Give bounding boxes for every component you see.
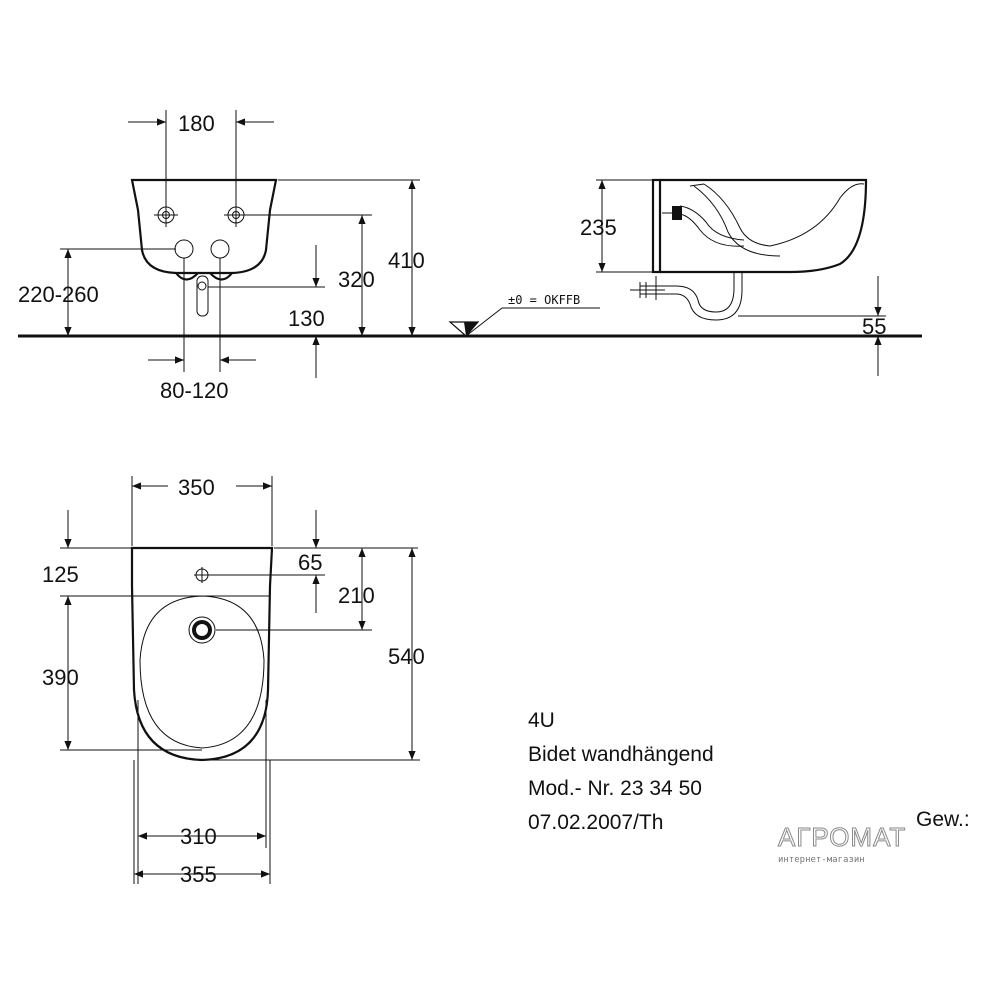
front-view: 180 410 320 220-260 130 80-120 <box>18 110 425 403</box>
dim-130: 130 <box>288 306 325 331</box>
info-model: Mod.- Nr. 23 34 50 <box>528 777 702 800</box>
dim-410: 410 <box>388 248 425 273</box>
floor-reference-label: ±0 = OKFFB <box>508 293 580 307</box>
wall-plate <box>651 178 662 274</box>
info-date: 07.02.2007/Th <box>528 811 663 834</box>
mount-hole-right-icon <box>210 239 230 259</box>
bowl-inner-outline <box>139 595 265 749</box>
dim-540: 540 <box>388 644 425 669</box>
info-weight-label: Gew.: <box>916 808 970 831</box>
dim-235: 235 <box>580 215 617 240</box>
tap-hole-top-icon <box>194 567 210 583</box>
dim-320: 320 <box>338 267 375 292</box>
watermark: АГРОМАТ интернет-магазин <box>778 822 906 866</box>
dim-65: 65 <box>298 550 322 575</box>
drain-pipe-icon <box>196 275 209 317</box>
dim-180: 180 <box>178 111 215 136</box>
dim-390: 390 <box>42 665 79 690</box>
dim-125: 125 <box>42 562 79 587</box>
dim-55: 55 <box>862 314 886 339</box>
supply-fitting-icon <box>672 206 682 220</box>
top-view: 350 125 390 65 210 540 310 355 <box>42 475 425 887</box>
dim-310: 310 <box>180 824 217 849</box>
info-series: 4U <box>528 709 555 732</box>
side-view: 235 55 <box>580 178 886 376</box>
dim-80-120: 80-120 <box>160 378 229 403</box>
drain-top-icon <box>188 616 216 644</box>
mount-hole-left-icon <box>174 239 194 259</box>
watermark-brand: АГРОМАТ <box>778 822 906 852</box>
info-block: 4U Bidet wandhängend Mod.- Nr. 23 34 50 … <box>528 709 970 834</box>
watermark-sub: интернет-магазин <box>778 855 865 865</box>
dim-355: 355 <box>180 862 217 887</box>
siphon-icon <box>640 272 735 313</box>
floor-reference-mark: ±0 = OKFFB <box>448 293 600 337</box>
dim-350: 350 <box>178 475 215 500</box>
bidet-side-outline <box>660 178 868 274</box>
dim-220-260: 220-260 <box>18 282 99 307</box>
tap-hole-left-icon <box>154 203 178 227</box>
info-product: Bidet wandhängend <box>528 743 714 766</box>
dim-210: 210 <box>338 583 375 608</box>
bidet-front-outline <box>130 178 278 275</box>
